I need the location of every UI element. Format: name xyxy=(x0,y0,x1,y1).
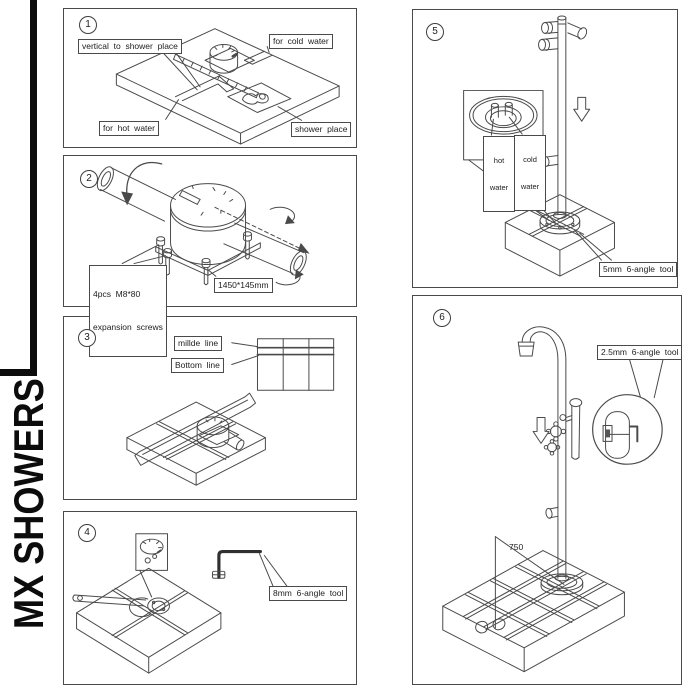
step6-illustration xyxy=(442,326,664,673)
label-cold-water: cold water xyxy=(514,135,546,211)
lower-fitting xyxy=(545,506,559,519)
label-cold-line1: cold xyxy=(523,155,537,164)
leader-lines xyxy=(258,553,290,590)
base-slab xyxy=(126,401,266,486)
brand-bracket-horizontal xyxy=(0,369,37,376)
brand-title: MX SHOWERS xyxy=(5,378,52,629)
panel-step-2: 2 xyxy=(63,155,357,357)
label-expansion-screws-line1: 4pcs M8*80 xyxy=(93,289,141,299)
step1-illustration xyxy=(115,28,340,145)
base-slab xyxy=(76,567,222,674)
hand-shower xyxy=(565,398,583,460)
cold-water-groove xyxy=(244,50,273,65)
step-number-badge: 3 xyxy=(78,329,96,347)
step-number-badge: 4 xyxy=(78,524,96,542)
brand-bracket-vertical xyxy=(30,0,37,376)
base-slab xyxy=(115,28,340,145)
footprints xyxy=(475,618,506,634)
label-8mm-tool: 8mm 6-angle tool xyxy=(269,586,348,601)
base-flange xyxy=(540,573,584,596)
flange-inset xyxy=(463,89,544,161)
step5-illustration xyxy=(463,15,615,277)
rotation-arrow xyxy=(121,161,163,206)
label-5mm-tool: 5mm 6-angle tool xyxy=(599,262,678,277)
step-number-badge: 1 xyxy=(79,16,97,34)
left-pipe xyxy=(96,166,176,222)
leader-lines xyxy=(628,358,664,399)
hot-water-groove xyxy=(175,75,235,102)
step2-illustration xyxy=(96,161,310,286)
leader-lines xyxy=(162,45,303,121)
small-cap xyxy=(211,570,226,579)
wrench xyxy=(72,594,152,618)
label-vertical-to-shower-place: vertical to shower place xyxy=(78,39,182,54)
tile-wall-diagram xyxy=(256,338,335,391)
step-number-badge: 5 xyxy=(426,23,444,41)
mixer-cylinder xyxy=(204,43,255,74)
label-hot-line2: water xyxy=(489,183,509,192)
step3-illustration xyxy=(126,338,335,486)
inset-leader xyxy=(139,569,153,598)
support-beam xyxy=(134,392,256,466)
gooseneck-head xyxy=(517,326,567,361)
label-expansion-screws: 4pcs M8*80 expansion screws xyxy=(89,265,167,357)
panel-step-1: 1 xyxy=(63,8,357,148)
label-plate-size: 1450*145mm xyxy=(214,278,273,293)
step-number-badge: 2 xyxy=(80,170,98,188)
detail-inset xyxy=(135,533,168,571)
step-number-badge: 6 xyxy=(433,309,451,327)
expansion-bolts xyxy=(156,231,252,286)
base-flange xyxy=(539,211,581,235)
step4-illustration xyxy=(72,533,290,674)
label-for-hot-water: for hot water xyxy=(99,121,159,136)
label-expansion-screws-line2: expansion screws xyxy=(93,322,163,332)
down-arrow xyxy=(573,96,591,122)
label-middle-line: millde line xyxy=(174,336,223,351)
right-pipe xyxy=(223,222,307,276)
magnifier-detail xyxy=(592,394,663,465)
label-dimension-750: 750 xyxy=(509,542,524,552)
down-arrow xyxy=(532,417,550,444)
leader-lines xyxy=(574,229,612,261)
leader-lines xyxy=(121,244,217,277)
panel-step-4: 4 xyxy=(63,511,357,685)
label-hot-line1: hot xyxy=(493,156,505,165)
shower-column xyxy=(557,359,567,579)
mixer-unit xyxy=(196,416,245,451)
flange xyxy=(147,597,170,615)
hex-key xyxy=(217,549,262,579)
base-slab xyxy=(442,550,625,673)
label-cold-line2: water xyxy=(520,182,540,191)
dimension-lines xyxy=(494,536,565,629)
label-2-5mm-tool: 2.5mm 6-angle tool xyxy=(597,345,683,360)
shower-place-mat xyxy=(227,82,292,113)
label-shower-place: shower place xyxy=(291,122,352,137)
label-bottom-line: Bottom line xyxy=(171,358,224,373)
panel-step-6: 6 xyxy=(412,295,683,685)
top-fittings xyxy=(538,20,588,51)
label-hot-water: hot water xyxy=(483,136,515,212)
valve-handles xyxy=(543,414,567,456)
mixer-body xyxy=(170,183,247,266)
axis-arrow xyxy=(214,206,310,286)
panel-step-5: 5 xyxy=(412,9,678,288)
leader-lines xyxy=(231,342,259,365)
shower-column xyxy=(557,15,567,215)
label-for-cold-water: for cold water xyxy=(269,34,333,49)
